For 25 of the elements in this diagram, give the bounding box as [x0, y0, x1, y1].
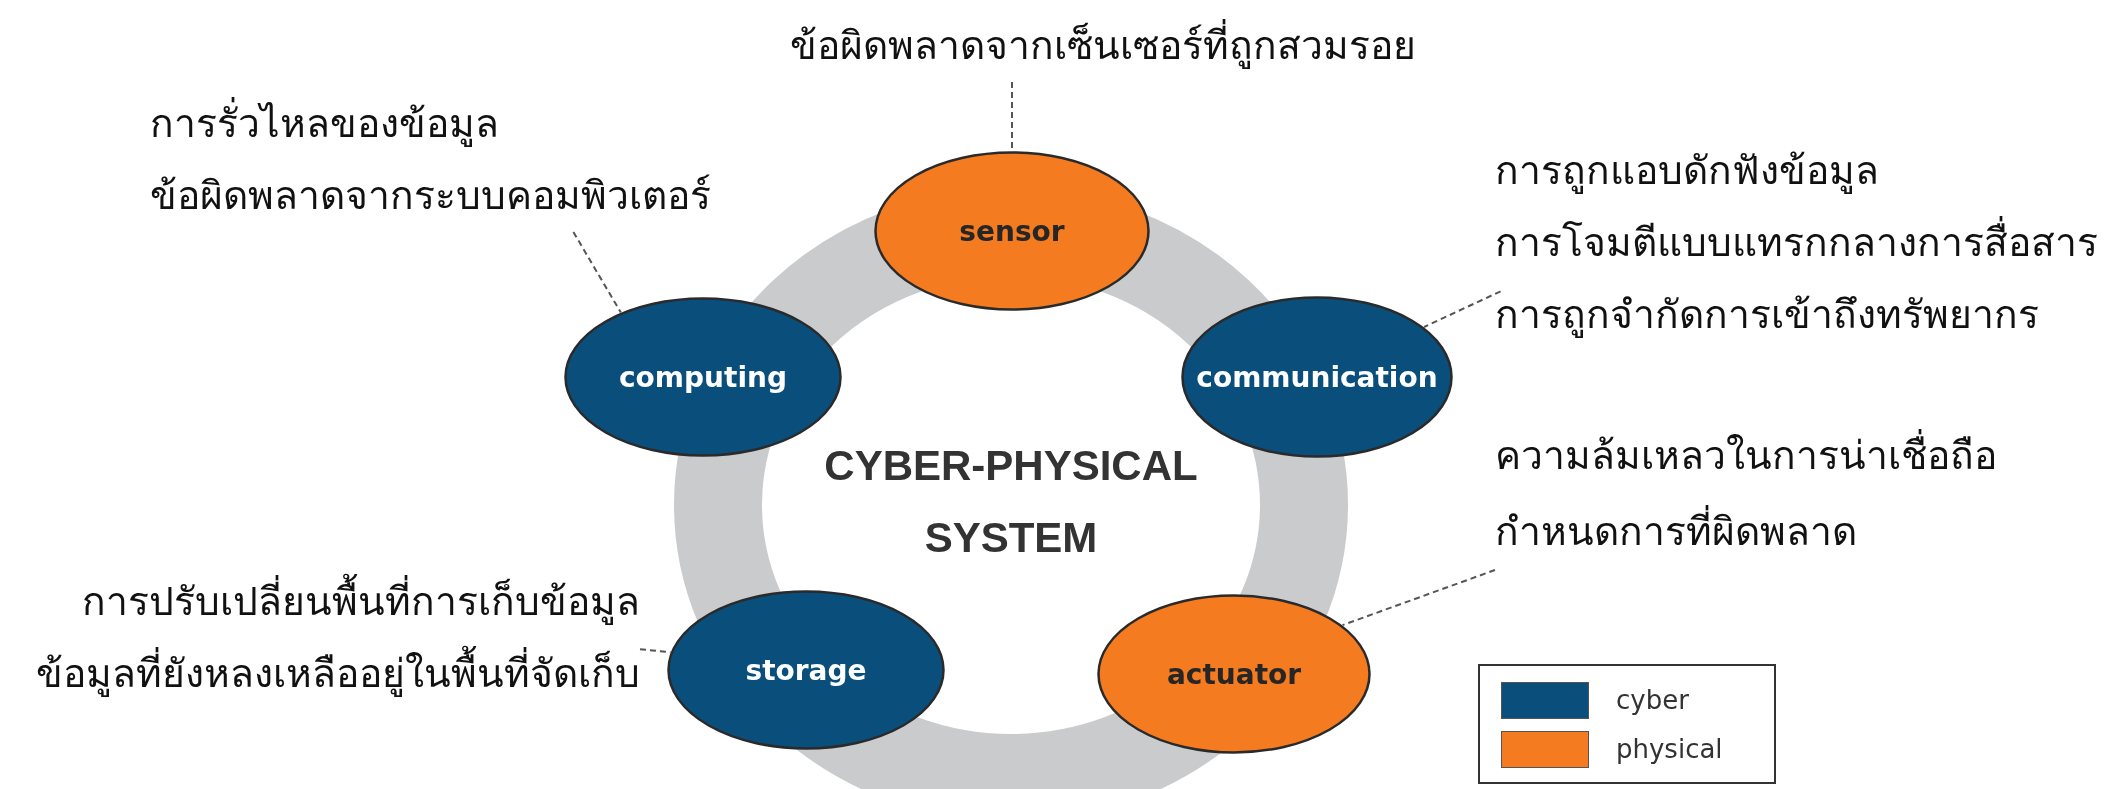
component-label: actuator	[1166, 657, 1302, 691]
component-label: communication	[1196, 360, 1438, 394]
threat-text: การรั่วไหลของข้อมูล	[150, 88, 499, 160]
threat-text: ข้อผิดพลาดจากระบบคอมพิวเตอร์	[150, 172, 711, 220]
leader-line	[1341, 569, 1496, 627]
leader-line	[639, 648, 672, 654]
component-label: sensor	[959, 214, 1065, 248]
threat-text: ข้อผิดพลาดจากเซ็นเซอร์ที่ถูกสวมรอย	[790, 10, 1416, 82]
leader-line	[1423, 290, 1502, 328]
threat-text: การถูกจำกัดการเข้าถึงทรัพยากร	[1495, 291, 2039, 340]
threat-text: การปรับเปลี่ยนพื้นที่การเก็บข้อมูล	[82, 566, 640, 638]
threat-text: การถูกแอบดักฟังข้อมูล	[1495, 147, 1879, 196]
component-label: storage	[745, 653, 867, 687]
component-label: computing	[619, 360, 787, 394]
threat-text: การโจมตีแบบแทรกกลางการสื่อสาร	[1495, 207, 2098, 279]
threat-text: กำหนดการที่ผิดพลาด	[1495, 494, 1857, 570]
component-ellipse	[1097, 594, 1371, 754]
threat-text: ความล้มเหลวในการน่าเชื่อถือ	[1495, 418, 1997, 494]
component-ellipse	[874, 151, 1150, 311]
leader-line	[572, 231, 622, 314]
component-ellipse	[667, 590, 945, 750]
diagram-center-title: CYBER-PHYSICAL SYSTEM	[823, 441, 1199, 563]
legend-label: cyber	[1616, 684, 1689, 717]
legend-label: physical	[1616, 733, 1723, 766]
threat-text: ข้อมูลที่ยังหลงเหลืออยู่ในพื้นที่จัดเก็บ	[36, 638, 640, 710]
